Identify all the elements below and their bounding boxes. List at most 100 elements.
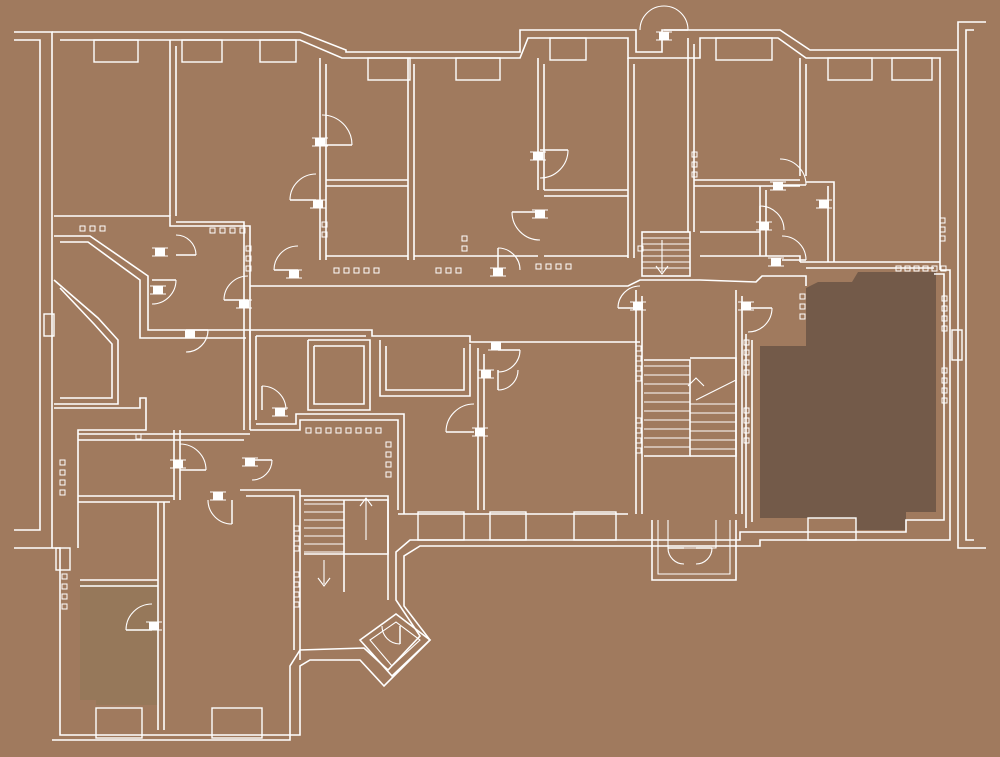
door-swing-arc: [497, 349, 521, 373]
pillar-marker: [472, 427, 488, 437]
door: [779, 158, 807, 186]
pillar-body: [185, 330, 195, 338]
door-swing-arc: [223, 275, 249, 301]
door: [321, 114, 353, 146]
pillar-marker: [152, 247, 168, 257]
door: [445, 403, 475, 433]
door-swing-arc: [759, 205, 785, 231]
door-swing-arc: [667, 547, 685, 565]
column-marker: [635, 345, 642, 352]
column-marker: [375, 427, 382, 434]
door: [175, 234, 197, 256]
column-marker: [321, 221, 328, 228]
column-markers: [59, 151, 948, 610]
door-swing-arc: [381, 625, 401, 645]
door: [261, 385, 287, 411]
vestibule-diamond: [358, 613, 432, 678]
column-marker: [353, 267, 360, 274]
column-marker: [293, 535, 300, 542]
windows: [43, 37, 963, 739]
door: [273, 245, 299, 271]
column-marker: [59, 479, 66, 486]
door-swing-arc: [781, 235, 807, 261]
column-marker: [373, 267, 380, 274]
column-marker: [355, 427, 362, 434]
column-marker: [61, 593, 68, 600]
pillar-body: [475, 428, 485, 436]
pillar-marker: [310, 199, 326, 209]
staircase-right: [644, 357, 737, 457]
column-marker: [325, 427, 332, 434]
door-swing-arc: [175, 234, 197, 256]
column-marker: [335, 427, 342, 434]
door: [251, 459, 273, 481]
pillar-marker: [768, 257, 784, 267]
column-marker: [941, 387, 948, 394]
column-marker: [79, 225, 86, 232]
pillar-body: [819, 200, 829, 208]
pillar-marker: [146, 621, 162, 631]
pillar-body: [659, 32, 669, 40]
pillar-body: [153, 286, 163, 294]
column-marker: [321, 231, 328, 238]
pillar-body: [275, 408, 285, 416]
column-marker: [799, 293, 806, 300]
column-marker: [635, 447, 642, 454]
pillar-body: [315, 138, 325, 146]
column-marker: [315, 427, 322, 434]
pillar-body: [741, 302, 751, 310]
door: [179, 443, 207, 471]
column-marker: [461, 245, 468, 252]
pillar-body: [245, 458, 255, 466]
door-swing-arc: [125, 603, 153, 631]
door: [747, 307, 773, 333]
pillar-marker: [530, 151, 546, 161]
pillar-marker: [286, 269, 302, 279]
door-swing-arc: [497, 369, 519, 391]
door-swing-arc: [445, 403, 475, 433]
pillar-body: [535, 210, 545, 218]
column-marker: [59, 459, 66, 466]
column-marker: [385, 471, 392, 478]
column-marker: [799, 313, 806, 320]
column-marker: [922, 265, 929, 272]
column-marker: [435, 267, 442, 274]
column-marker: [345, 427, 352, 434]
column-marker: [941, 367, 948, 374]
column-marker: [385, 451, 392, 458]
door-swing-arc: [179, 443, 207, 471]
door: [207, 499, 233, 525]
door: [539, 149, 569, 179]
column-marker: [635, 437, 642, 444]
column-marker: [445, 267, 452, 274]
column-marker: [635, 427, 642, 434]
column-marker: [385, 461, 392, 468]
column-marker: [343, 267, 350, 274]
room-fills: [80, 272, 936, 705]
column-marker: [61, 573, 68, 580]
column-marker: [743, 417, 750, 424]
column-marker: [365, 427, 372, 434]
door-swing-arc: [151, 279, 177, 305]
column-marker: [293, 581, 300, 588]
doors: [125, 5, 807, 645]
door-swing-arc: [289, 173, 317, 201]
pillar-marker: [242, 457, 258, 467]
column-marker: [305, 427, 312, 434]
pillar-body: [493, 268, 503, 276]
column-marker: [135, 433, 142, 440]
column-marker: [939, 217, 946, 224]
column-marker: [219, 227, 226, 234]
pillar-body: [173, 460, 183, 468]
column-marker: [635, 417, 642, 424]
staircase-center: [304, 497, 389, 592]
muted-room-lower-left: [80, 582, 158, 705]
door: [781, 235, 807, 261]
column-marker: [61, 583, 68, 590]
column-marker: [293, 545, 300, 552]
column-marker: [293, 591, 300, 598]
column-marker: [229, 227, 236, 234]
pillar-body: [773, 182, 783, 190]
